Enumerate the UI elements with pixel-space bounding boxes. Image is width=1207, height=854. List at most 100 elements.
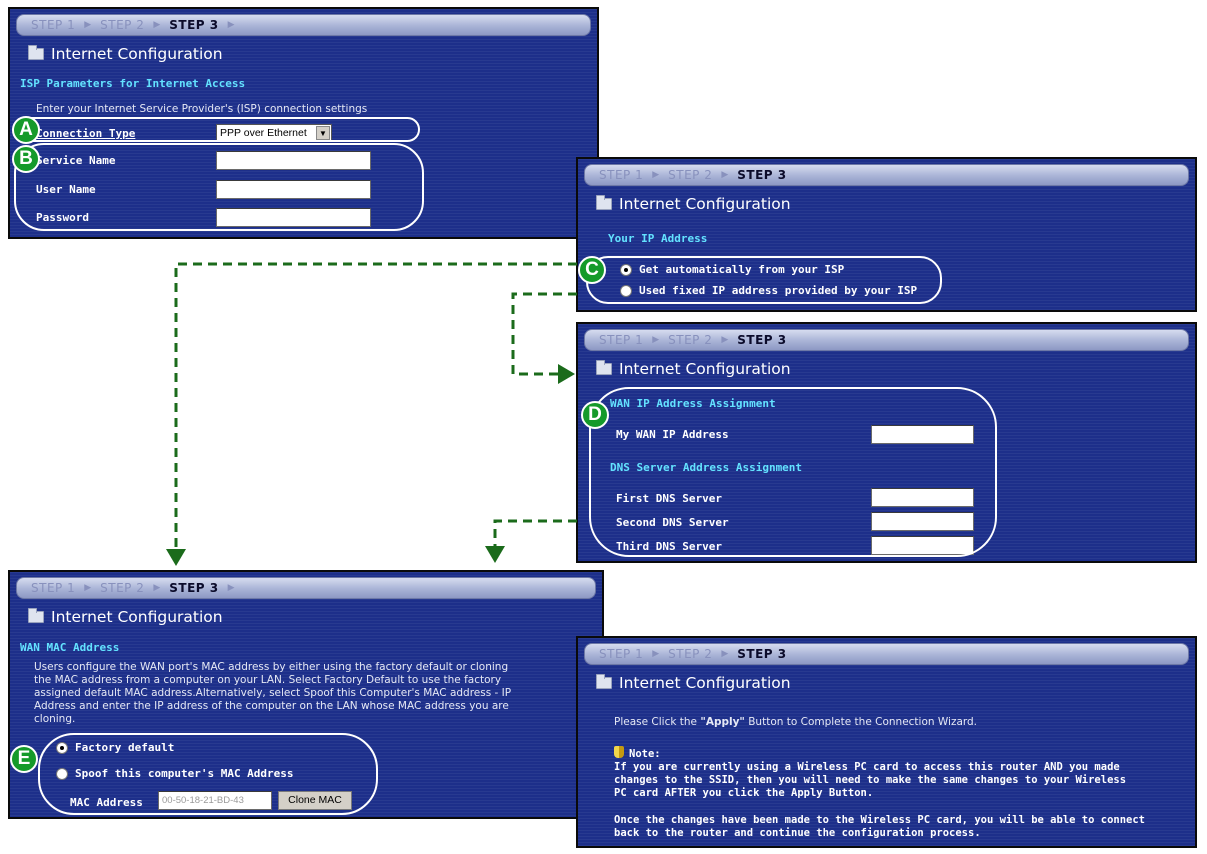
mac-address-label: MAC Address [70,796,143,809]
step-separator-icon: ▶ [153,20,161,30]
step-2[interactable]: STEP 2 [668,333,713,347]
radio-selected-icon[interactable] [56,741,68,754]
step-3[interactable]: STEP 3 [169,581,219,595]
page-title-text: Internet Configuration [51,45,223,63]
clone-mac-button[interactable]: Clone MAC [278,791,352,810]
section-heading: Your IP Address [608,232,708,245]
note-label: Note: [629,748,661,760]
user-name-input[interactable] [216,180,371,199]
step-1[interactable]: STEP 1 [599,168,644,182]
user-name-label: User Name [36,183,96,196]
step-2[interactable]: STEP 2 [668,647,713,661]
panel-isp-parameters: STEP 1 ▶ STEP 2 ▶ STEP 3 ▶ Internet Configu… [8,7,599,239]
step-1[interactable]: STEP 1 [599,647,644,661]
step-bar: STEP 1▶ STEP 2▶ STEP 3 [584,164,1189,186]
folder-icon [596,674,612,689]
step-separator-icon: ▶ [652,335,660,345]
service-name-input[interactable] [216,151,371,170]
page-title-text: Internet Configuration [51,608,223,626]
folder-icon [28,45,44,60]
radio-factory-default[interactable]: Factory default [56,741,174,754]
description-line: Address and enter the IP address of the … [34,700,509,712]
section-heading: ISP Parameters for Internet Access [20,77,246,90]
chevron-down-icon[interactable]: ▼ [316,126,330,140]
step-3[interactable]: STEP 3 [737,647,787,661]
note-line: Once the changes have been made to the W… [614,814,1146,826]
panel-apply: STEP 1▶ STEP 2▶ STEP 3 Internet Configur… [576,636,1197,848]
arrow-line-dns-to-mac [493,519,577,552]
radio-spoof-mac[interactable]: Spoof this computer's MAC Address [56,767,294,780]
page-title-text: Internet Configuration [619,195,791,213]
step-2[interactable]: STEP 2 [100,18,145,32]
note-line: back to the router and continue the conf… [614,827,981,839]
marker-d: D [581,401,609,429]
marker-b: B [12,145,40,173]
description-line: the MAC address from a computer on your … [34,674,502,686]
step-1[interactable]: STEP 1 [31,581,76,595]
step-2[interactable]: STEP 2 [668,168,713,182]
section-heading-wan: WAN IP Address Assignment [610,397,776,410]
arrow-line-to-mac [174,262,577,552]
service-name-label: Service Name [36,154,116,167]
radio-get-automatically[interactable]: Get automatically from your ISP [620,263,844,276]
step-3[interactable]: STEP 3 [737,333,787,347]
step-separator-icon: ▶ [153,583,161,593]
section-heading-dns: DNS Server Address Assignment [610,461,803,474]
radio-label: Used fixed IP address provided by your I… [639,284,918,297]
radio-fixed-ip[interactable]: Used fixed IP address provided by your I… [620,284,917,297]
page-title-text: Internet Configuration [619,674,791,692]
step-separator-icon: ▶ [652,170,660,180]
page-title: Internet Configuration [596,674,791,692]
radio-label: Spoof this computer's MAC Address [75,767,294,780]
step-3[interactable]: STEP 3 [737,168,787,182]
radio-selected-icon[interactable] [620,263,632,276]
page-title: Internet Configuration [596,360,791,378]
arrow-line-to-wan [511,292,577,376]
step-separator-icon: ▶ [227,583,235,593]
third-dns-input[interactable] [871,536,974,555]
first-dns-label: First DNS Server [616,492,722,505]
connection-type-label: Connection Type [36,127,136,140]
radio-label: Get automatically from your ISP [639,263,845,276]
page-title: Internet Configuration [28,608,223,626]
step-separator-icon: ▶ [721,335,729,345]
wan-ip-label: My WAN IP Address [616,428,729,441]
password-label: Password [36,211,89,224]
step-3[interactable]: STEP 3 [169,18,219,32]
step-1[interactable]: STEP 1 [31,18,76,32]
first-dns-input[interactable] [871,488,974,507]
connection-type-select[interactable]: PPP over Ethernet▼ [216,124,332,142]
step-1[interactable]: STEP 1 [599,333,644,347]
intro-text: Enter your Internet Service Provider's (… [36,103,368,115]
step-separator-icon: ▶ [84,583,92,593]
radio-label: Factory default [75,741,175,754]
marker-c: C [578,256,606,284]
password-input[interactable] [216,208,371,227]
mac-address-input[interactable]: 00-50-18-21-BD-43 [158,791,272,810]
third-dns-label: Third DNS Server [616,540,722,553]
note-icon [614,746,624,758]
panel-your-ip-address: STEP 1▶ STEP 2▶ STEP 3 Internet Configur… [576,157,1197,312]
step-separator-icon: ▶ [227,20,235,30]
panel-wan-ip-dns: STEP 1 ▶ STEP 2 ▶ STEP 3 Internet Configur… [576,322,1197,563]
step-bar: STEP 1 ▶ STEP 2 ▶ STEP 3 ▶ [16,577,596,599]
section-heading: WAN MAC Address [20,641,120,654]
panel-wan-mac-address: STEP 1 ▶ STEP 2 ▶ STEP 3 ▶ Internet Configu… [8,570,604,819]
page-title: Internet Configuration [28,45,223,63]
step-2[interactable]: STEP 2 [100,581,145,595]
description-line: cloning. [34,713,76,725]
step-bar: STEP 1▶ STEP 2▶ STEP 3 [584,643,1189,665]
step-bar: STEP 1 ▶ STEP 2 ▶ STEP 3 [584,329,1189,351]
wan-ip-input[interactable] [871,425,974,444]
radio-unselected-icon[interactable] [620,284,632,297]
radio-unselected-icon[interactable] [56,767,68,780]
marker-a: A [12,116,40,144]
step-separator-icon: ▶ [721,649,729,659]
second-dns-input[interactable] [871,512,974,531]
marker-e: E [10,745,38,773]
apply-word: "Apply" [700,716,745,728]
step-bar: STEP 1 ▶ STEP 2 ▶ STEP 3 ▶ [16,14,591,36]
step-separator-icon: ▶ [84,20,92,30]
note-heading: Note: [614,746,661,760]
page-title-text: Internet Configuration [619,360,791,378]
